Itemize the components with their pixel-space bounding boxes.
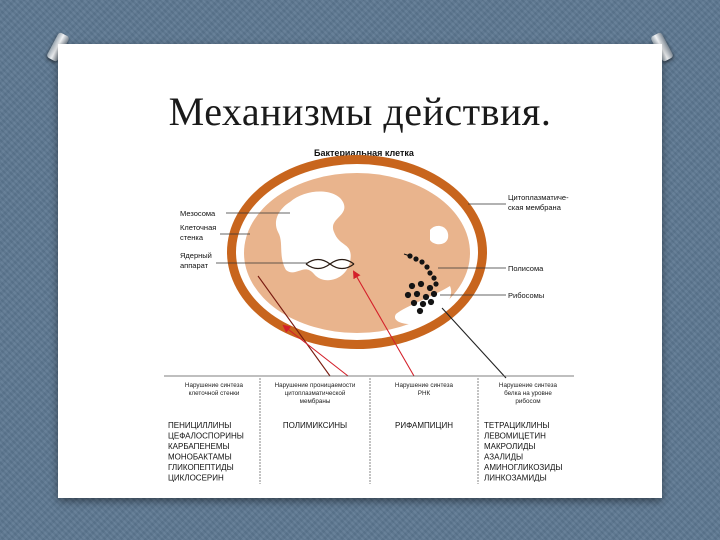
ribosome-dot [431, 275, 437, 281]
drug-class: МАКРОЛИДЫ [484, 442, 535, 451]
arrow-membrane [282, 324, 349, 377]
mechanism-heading: РНК [418, 390, 431, 397]
ribosome-dot [419, 259, 425, 265]
drug-class: АЗАЛИДЫ [484, 453, 523, 462]
ribosome-dot [422, 293, 430, 301]
arrow-cell-wall [257, 275, 331, 377]
label-ribosomes: Рибосомы [508, 291, 544, 300]
ribosome-dot [426, 284, 434, 292]
mechanism-table-grid [164, 375, 574, 484]
drug-class: АМИНОГЛИКОЗИДЫ [484, 463, 563, 472]
leader-lines [216, 203, 506, 296]
drug-class: ЛИНКОЗАМИДЫ [484, 474, 547, 483]
dna-chain [305, 258, 355, 270]
mechanism-heading: рибосом [515, 397, 540, 405]
ribosome-dot [413, 290, 421, 298]
drug-class: ЛЕВОМИЦЕТИН [484, 432, 546, 441]
drug-class: ПЕНИЦИЛЛИНЫ [168, 421, 231, 430]
label-cell-wall: стенка [180, 233, 204, 242]
mechanism-heading: Нарушение синтеза [395, 382, 454, 389]
ribosome-dot [427, 298, 435, 306]
diagram-header: Бактериальная клетка [314, 148, 415, 158]
polysome-strand [403, 253, 411, 257]
mechanism-arrows [257, 270, 507, 379]
drug-class: ТЕТРАЦИКЛИНЫ [484, 421, 549, 430]
label-membrane: Цитоплазматиче- [508, 193, 569, 202]
mechanism-heading: Нарушение проницаемости [275, 382, 356, 389]
ribosome-dot [404, 291, 412, 299]
label-mesosome: Мезосома [180, 209, 216, 218]
drug-class: ГЛИКОПЕПТИДЫ [168, 463, 234, 472]
mechanism-heading: мембраны [300, 397, 331, 405]
drug-class: КАРБАПЕНЕМЫ [168, 442, 230, 451]
mesosome [275, 191, 351, 281]
ribosome-dot [413, 256, 419, 262]
ribosome-dot [433, 281, 439, 287]
slide-title: Механизмы действия. [168, 89, 552, 134]
ribosome-dot [416, 307, 424, 315]
ribosome-dot [430, 290, 438, 298]
polysome [403, 253, 439, 287]
ribosome-dot [410, 299, 418, 307]
label-membrane: ская мембрана [508, 203, 562, 212]
arrow-ribosomes [441, 307, 507, 379]
mechanism-heading: белка на уровне [504, 389, 552, 397]
drug-class: РИФАМПИЦИН [395, 421, 453, 430]
label-cell-wall: Клеточная [180, 223, 216, 232]
ribosome-dot [427, 270, 433, 276]
ribosome-dot [408, 282, 416, 290]
bacterial-cell-diagram: Бактериальная клетка Мезосома Клеточная … [138, 146, 574, 484]
ribosome-cluster [404, 280, 438, 315]
ribosome-dot [417, 280, 425, 288]
mechanism-heading: цитоплазматической [285, 389, 346, 397]
ribosome-dot [419, 300, 427, 308]
label-polysome: Полисома [508, 264, 544, 273]
mechanism-heading: Нарушение синтеза [499, 382, 558, 389]
drug-class: ПОЛИМИКСИНЫ [283, 421, 347, 430]
drug-class: МОНОБАКТАМЫ [168, 453, 232, 462]
mechanism-heading: клеточной стенки [189, 389, 240, 397]
drug-class: ЦИКЛОСЕРИН [168, 474, 224, 483]
label-nucleus: Ядерный [180, 251, 212, 260]
ribosome-dot [424, 264, 430, 270]
mechanism-heading: Нарушение синтеза [185, 382, 244, 389]
periplasm-pocket [430, 225, 449, 245]
drug-class: ЦЕФАЛОСПОРИНЫ [168, 432, 244, 441]
arrow-rna [353, 270, 415, 377]
label-nucleus: аппарат [180, 261, 209, 270]
